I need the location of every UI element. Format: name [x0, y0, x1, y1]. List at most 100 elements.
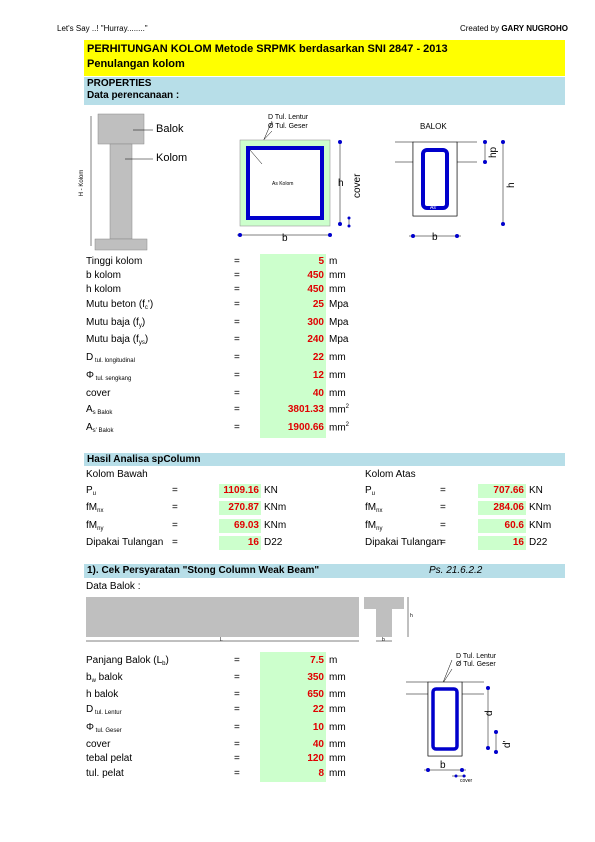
balok-unit: mm: [329, 753, 346, 764]
input-equals: =: [234, 388, 240, 399]
input-equals: =: [234, 317, 240, 328]
input-equals: =: [234, 270, 240, 281]
title-block: PERHITUNGAN KOLOM Metode SRPMK berdasark…: [84, 40, 565, 76]
input-value[interactable]: 40: [260, 387, 326, 400]
kolom-bawah-value[interactable]: 69.03: [219, 519, 261, 533]
input-label: h kolom: [86, 284, 122, 295]
balok-label: cover: [86, 739, 111, 750]
balok-value[interactable]: 10: [260, 721, 326, 734]
hasil-heading: Hasil Analisa spColumn: [87, 454, 201, 465]
page-title: PERHITUNGAN KOLOM Metode SRPMK berdasark…: [87, 43, 448, 55]
section1-bar: 1). Cek Persyaratan "Stong Column Weak B…: [84, 564, 565, 578]
balok-equals: =: [234, 739, 240, 750]
input-label: As Balok: [86, 404, 113, 416]
hasil-heading-bar: Hasil Analisa spColumn: [84, 453, 565, 466]
balok-value[interactable]: 350: [260, 671, 326, 684]
beam-d-lentur-label: D Tul. Lentur: [456, 653, 497, 660]
kolom-atas-label: Dipakai Tulangan: [365, 537, 443, 548]
input-equals: =: [234, 256, 240, 267]
input-label: cover: [86, 388, 111, 399]
kolom-bawah-unit: D22: [264, 537, 283, 548]
balok-value[interactable]: 120: [260, 752, 326, 765]
beam-b-label: b: [432, 232, 438, 243]
balok-unit: mm: [329, 704, 346, 715]
input-equals: =: [234, 370, 240, 381]
kolom-bawah-value[interactable]: 270.87: [219, 501, 261, 515]
balok-value[interactable]: 650: [260, 688, 326, 701]
kolom-atas-value[interactable]: 707.66: [478, 484, 526, 498]
balok-value[interactable]: 8: [260, 767, 326, 780]
input-value[interactable]: 25: [260, 298, 326, 311]
balok-equals: =: [234, 704, 240, 715]
input-value[interactable]: 22: [260, 351, 326, 364]
kolom-bawah-label: fMny: [86, 520, 104, 532]
input-label: b kolom: [86, 270, 122, 281]
kolom-atas-label: fMny: [365, 520, 383, 532]
input-unit: Mpa: [329, 317, 349, 328]
kolom-bawah-value[interactable]: 1109.16: [219, 484, 261, 498]
properties-heading: PROPERTIES: [87, 78, 152, 89]
kolom-bawah-unit: KNm: [264, 520, 287, 531]
input-label: Mutu baja (fys): [86, 334, 149, 346]
kolom-atas-value[interactable]: 284.06: [478, 501, 526, 515]
balok-equals: =: [234, 768, 240, 779]
kolom-bawah-equals: =: [172, 502, 178, 513]
kolom-atas-equals: =: [440, 485, 446, 496]
kolom-atas-equals: =: [440, 537, 446, 548]
input-equals: =: [234, 404, 240, 415]
balok-unit: mm: [329, 722, 346, 733]
header-right: Created by GARY NUGROHO: [459, 24, 568, 33]
input-label: Mutu baja (fy): [86, 317, 146, 329]
input-value[interactable]: 1900.66: [260, 421, 326, 434]
input-value[interactable]: 450: [260, 269, 326, 282]
hp-label: hp: [488, 146, 499, 158]
beam-elev-h-label: h: [410, 613, 413, 619]
section1-heading: 1). Cek Persyaratan "Stong Column Weak B…: [87, 565, 320, 576]
kolom-bawah-unit: KNm: [264, 502, 287, 513]
column-section-diagram: [237, 120, 351, 237]
input-value[interactable]: 300: [260, 316, 326, 329]
balok-unit: mm: [329, 672, 346, 683]
input-equals: =: [234, 422, 240, 433]
balok-value[interactable]: 40: [260, 738, 326, 751]
kolom-atas-value[interactable]: 16: [478, 536, 526, 550]
input-label: Mutu beton (fc'): [86, 299, 154, 311]
as-kolom-label: As Kolom: [272, 181, 294, 187]
input-value[interactable]: 3801.33: [260, 403, 326, 416]
input-label: D tul. longitudinal: [86, 352, 135, 364]
input-value[interactable]: 240: [260, 333, 326, 346]
beam-detail-b-label: b: [440, 760, 446, 771]
input-value[interactable]: 12: [260, 369, 326, 382]
beam-elevation-diagram: [86, 597, 409, 642]
h-kolom-label: H - Kolom: [79, 169, 85, 197]
beam-cover-label: cover: [460, 778, 473, 784]
kolom-atas-value[interactable]: 60.6: [478, 519, 526, 533]
balok-label: Balok: [156, 123, 184, 135]
balok-value[interactable]: 22: [260, 703, 326, 716]
data-balok-label: Data Balok :: [86, 581, 141, 592]
beam-d2-label: d': [502, 740, 513, 748]
kolom-atas-unit: KN: [529, 485, 543, 496]
page-subtitle: Penulangan kolom: [87, 58, 185, 70]
kolom-bawah-label: Dipakai Tulangan: [86, 537, 164, 548]
column-elevation-diagram: [90, 113, 153, 251]
balok-equals: =: [234, 753, 240, 764]
balok-equals: =: [234, 689, 240, 700]
kolom-bawah-value[interactable]: 16: [219, 536, 261, 550]
properties-sub: Data perencanaan :: [87, 90, 180, 101]
balok-label: h balok: [86, 689, 119, 700]
input-value[interactable]: 5: [260, 255, 326, 268]
section-h-label: h: [338, 178, 344, 189]
balok-unit: mm: [329, 768, 346, 779]
kolom-atas-label: fMnx: [365, 502, 383, 514]
input-unit: mm: [329, 284, 346, 295]
kolom-bawah-equals: =: [172, 485, 178, 496]
balok-equals: =: [234, 672, 240, 683]
section1-ref: Ps. 21.6.2.2: [429, 565, 483, 576]
input-value[interactable]: 450: [260, 283, 326, 296]
input-unit: Mpa: [329, 299, 349, 310]
balok-unit: mm: [329, 689, 346, 700]
balok-value[interactable]: 7.5: [260, 654, 326, 667]
balok-unit: m: [329, 655, 338, 666]
input-label: Φ tul. sengkang: [86, 370, 132, 382]
